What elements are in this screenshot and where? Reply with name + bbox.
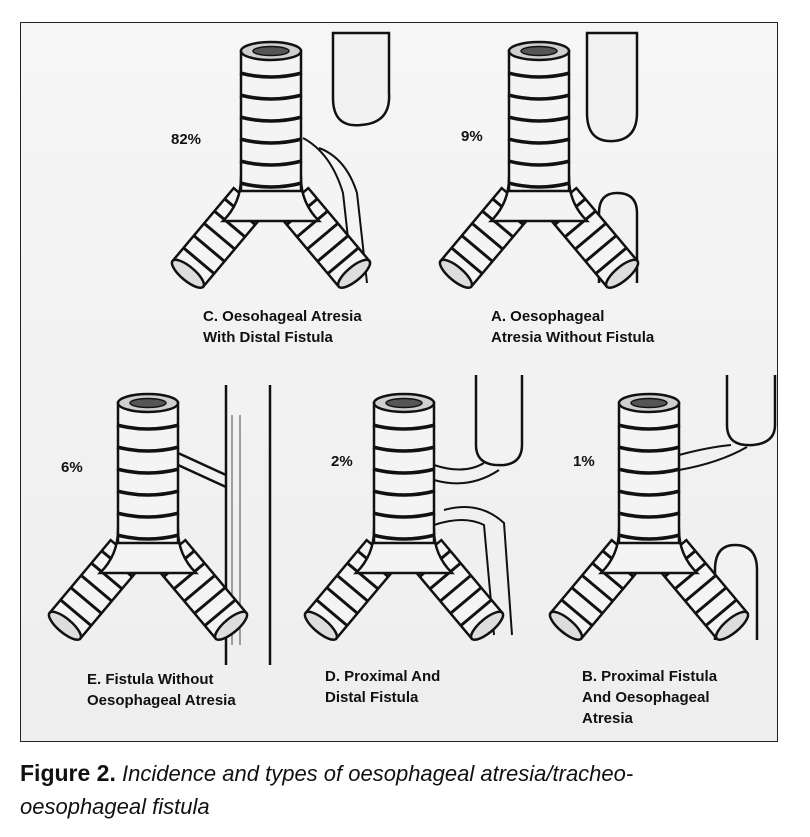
label-b-line2: And Oesophageal <box>582 689 710 706</box>
label-c: C. Oesohageal Atresia With Distal Fistul… <box>203 306 362 348</box>
label-d-line1: D. Proximal And <box>325 668 441 685</box>
label-d-line2: Distal Fistula <box>325 689 419 706</box>
diagram-b <box>544 375 777 646</box>
label-b-line1: B. Proximal Fistula <box>582 668 718 685</box>
caption-text-line2: oesophageal fistula <box>20 794 210 819</box>
label-a-line1: A. Oesophageal <box>491 308 605 325</box>
figure-frame: 82% 9% 6% 2% 1% C. Oesohageal Atresia Wi… <box>20 22 778 742</box>
percent-b: 1% <box>573 453 595 470</box>
label-e-line2: Oesophageal Atresia <box>87 692 236 709</box>
label-e: E. Fistula Without Oesophageal Atresia <box>87 669 236 711</box>
label-b: B. Proximal Fistula And Oesophageal Atre… <box>582 666 717 729</box>
label-a: A. Oesophageal Atresia Without Fistula <box>491 306 654 348</box>
label-e-line1: E. Fistula Without <box>87 671 214 688</box>
diagram-e <box>43 385 272 665</box>
label-a-line2: Atresia Without Fistula <box>491 329 655 346</box>
figure-number: Figure 2. <box>20 760 116 786</box>
diagram-a <box>434 31 644 294</box>
label-d: D. Proximal And Distal Fistula <box>325 666 440 708</box>
caption-text-line1: Incidence and types of oesophageal atres… <box>121 761 634 786</box>
diagram-d <box>299 375 524 646</box>
percent-a: 9% <box>461 128 483 145</box>
percent-d: 2% <box>331 453 353 470</box>
illustration <box>43 31 777 665</box>
percent-c: 82% <box>171 131 202 148</box>
percent-e: 6% <box>61 459 83 476</box>
label-b-line3: Atresia <box>582 710 633 727</box>
label-c-line2: With Distal Fistula <box>203 329 333 346</box>
label-c-line1: C. Oesohageal Atresia <box>203 308 362 325</box>
figure-caption: Figure 2. Incidence and types of oesopha… <box>20 757 790 823</box>
diagram-c <box>166 31 391 294</box>
